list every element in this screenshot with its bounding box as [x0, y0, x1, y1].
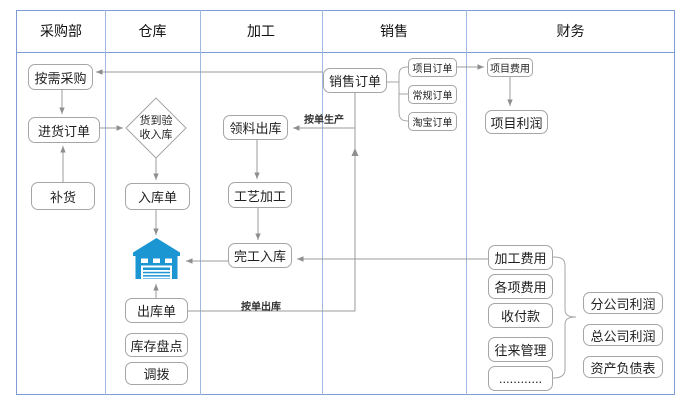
node-transfer: 调拨	[125, 362, 188, 385]
node-project-profit: 项目利润	[485, 110, 548, 134]
node-demand-purchase: 按需采购	[28, 64, 93, 90]
lane-divider	[105, 10, 106, 395]
swimlane-frame	[16, 10, 675, 395]
lane-divider	[322, 10, 323, 395]
node-replenish: 补货	[31, 182, 95, 210]
node-taobao-order: 淘宝订单	[408, 112, 457, 131]
node-balance-sheet: 资产负债表	[583, 356, 663, 378]
lane-header-finance: 财务	[556, 23, 585, 39]
node-craft-processing: 工艺加工	[228, 182, 292, 208]
node-hq-profit: 总公司利润	[583, 324, 663, 346]
node-outbound-slip: 出库单	[125, 298, 188, 323]
node-finished-inbound: 完工入库	[228, 243, 292, 268]
node-processing-cost: 加工费用	[488, 245, 553, 270]
node-contacts-mgmt: 往来管理	[488, 337, 553, 362]
node-arrival-inspection: 货到验 收入库	[139, 114, 173, 141]
lane-header-sales: 销售	[380, 23, 408, 39]
lane-header-processing: 加工	[247, 23, 275, 39]
node-sales-order: 销售订单	[323, 68, 387, 93]
node-material-outbound: 领料出库	[223, 115, 288, 140]
node-project-order: 项目订单	[408, 58, 457, 77]
node-payments: 收付款	[488, 303, 553, 328]
warehouse-icon	[133, 238, 180, 279]
edge-label-make-to-order: 按单生产	[304, 115, 344, 126]
lane-divider	[200, 10, 201, 395]
node-stock-count: 库存盘点	[125, 333, 188, 357]
node-ellipsis: ............	[488, 366, 553, 391]
node-inbound-slip: 入库单	[125, 183, 190, 210]
header-separator	[16, 52, 675, 53]
node-various-costs: 各项费用	[488, 274, 553, 299]
lane-header-purchasing: 采购部	[40, 23, 82, 39]
lane-divider	[466, 10, 467, 395]
edge-label-outbound-by-order: 按单出库	[241, 302, 281, 313]
lane-header-warehouse: 仓库	[138, 23, 167, 39]
node-purchase-order: 进货订单	[28, 117, 100, 143]
node-branch-profit: 分公司利润	[583, 292, 663, 314]
node-project-cost: 项目费用	[487, 58, 533, 77]
node-regular-order: 常规订单	[408, 85, 457, 104]
